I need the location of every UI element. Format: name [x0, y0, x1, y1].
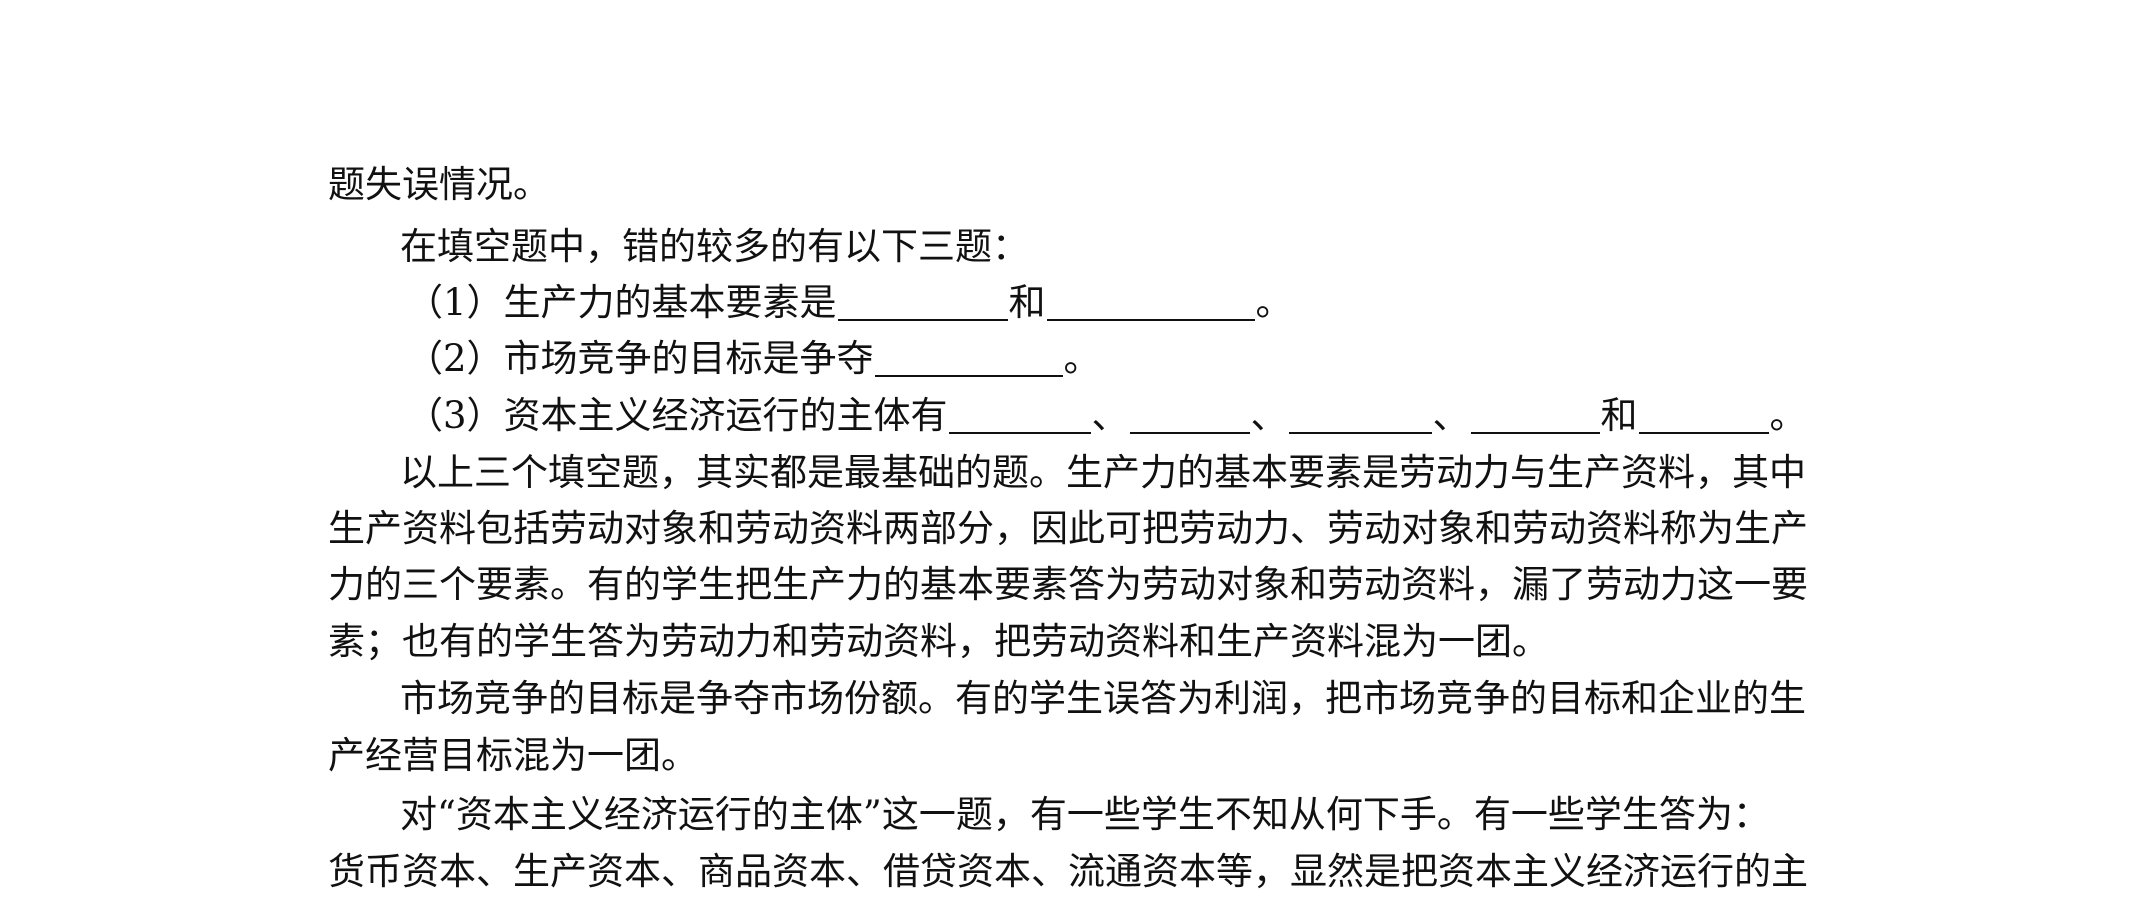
question-text: 。 [1255, 281, 1293, 324]
text-line: 货币资本、生产资本、商品资本、借贷资本、流通资本等，显然是把资本主义经济运行的主 [328, 850, 1808, 893]
question-text: （1）生产力的基本要素是 [406, 281, 837, 324]
answer-blank [1046, 285, 1255, 321]
question-text: 、 [1091, 394, 1129, 437]
answer-blank [837, 285, 1008, 321]
question-text: 。 [1769, 394, 1807, 437]
answer-blank [874, 341, 1063, 377]
text-line: 素；也有的学生答为劳动力和劳动资料，把劳动资料和生产资料混为一团。 [328, 620, 1549, 663]
answer-blank [1638, 398, 1769, 434]
question-text: 。 [1063, 337, 1101, 380]
text-line: 在填空题中，错的较多的有以下三题： [400, 225, 1029, 268]
answer-blank [1129, 398, 1250, 434]
text-line: 题失误情况。 [328, 163, 550, 206]
text-line: 对“资本主义经济运行的主体”这一题，有一些学生不知从何下手。有一些学生答为： [400, 793, 1770, 836]
question-text: 和 [1600, 394, 1638, 437]
question-text: 、 [1250, 394, 1288, 437]
fill-in-question-3: （3）资本主义经济运行的主体有 、 、 、 和 。 [406, 391, 1807, 441]
question-text: （3）资本主义经济运行的主体有 [406, 394, 948, 437]
question-text: （2）市场竞争的目标是争夺 [406, 337, 874, 380]
text-line: 产经营目标混为一团。 [328, 734, 698, 777]
text-line: 生产资料包括劳动对象和劳动资料两部分，因此可把劳动力、劳动对象和劳动资料称为生产 [328, 507, 1808, 550]
answer-blank [1470, 398, 1600, 434]
answer-blank [948, 398, 1091, 434]
text-line: 市场竞争的目标是争夺市场份额。有的学生误答为利润，把市场竞争的目标和企业的生 [400, 677, 1806, 720]
text-line: 力的三个要素。有的学生把生产力的基本要素答为劳动对象和劳动资料，漏了劳动力这一要 [328, 563, 1808, 606]
fill-in-question-2: （2）市场竞争的目标是争夺 。 [406, 334, 1101, 384]
answer-blank [1288, 398, 1432, 434]
question-text: 、 [1432, 394, 1470, 437]
text-line: 以上三个填空题，其实都是最基础的题。生产力的基本要素是劳动力与生产资料，其中 [400, 451, 1806, 494]
fill-in-question-1: （1）生产力的基本要素是 和 。 [406, 278, 1293, 328]
question-text: 和 [1008, 281, 1046, 324]
